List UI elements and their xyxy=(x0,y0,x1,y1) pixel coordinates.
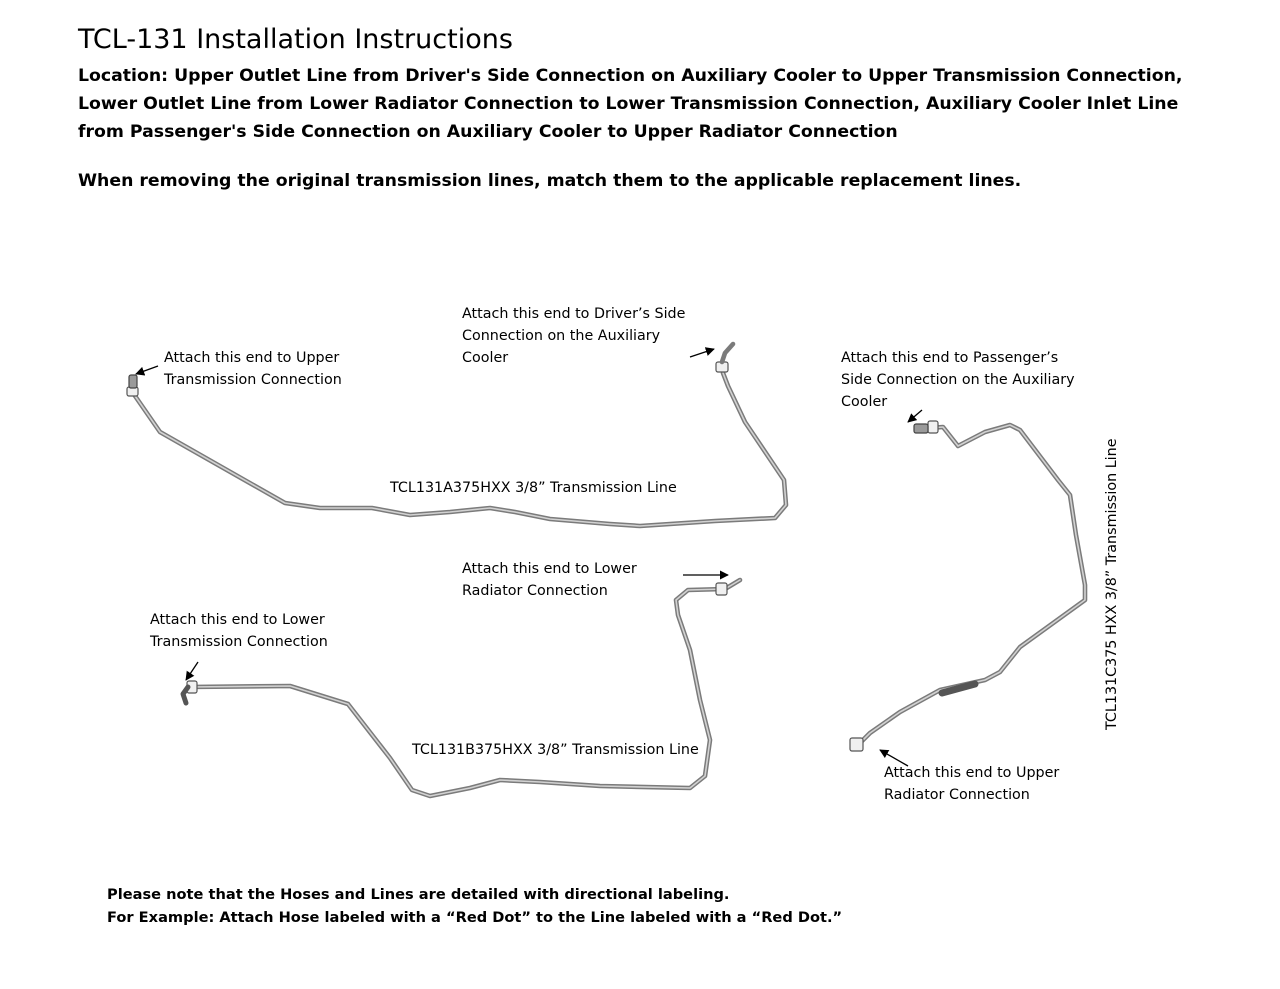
label-a-driver-side-cooler: Attach this end to Driver’s Side Connect… xyxy=(462,306,686,366)
line-c-fitting-radiator xyxy=(849,737,864,752)
line-c-end-cooler xyxy=(913,423,929,434)
note-directional-labeling: Please note that the Hoses and Lines are… xyxy=(107,886,730,903)
arrow-a-cooler xyxy=(689,347,715,358)
label-a-upper-transmission: Attach this end to Upper Transmission Co… xyxy=(164,350,342,388)
location-line-2: Lower Outlet Line from Lower Radiator Co… xyxy=(78,94,1179,114)
arrow-b-lower-trans xyxy=(185,661,199,681)
location-line-3: from Passenger's Side Connection on Auxi… xyxy=(78,122,898,142)
part-number-a: TCL131A375HXX 3/8” Transmission Line xyxy=(390,480,677,496)
line-a-tube xyxy=(126,341,789,529)
line-c-fitting-cooler xyxy=(927,420,939,434)
arrow-c-cooler xyxy=(907,409,923,423)
label-c-upper-radiator: Attach this end to Upper Radiator Connec… xyxy=(884,765,1060,803)
location-description: Location: Upper Outlet Line from Driver'… xyxy=(78,62,1218,146)
page-title: TCL-131 Installation Instructions xyxy=(78,24,513,55)
note-red-dot-example: For Example: Attach Hose labeled with a … xyxy=(107,909,843,926)
part-number-c: TCL131C375 HXX 3/8” Transmission Line xyxy=(1104,438,1120,731)
line-a-end-upper-trans xyxy=(128,374,138,389)
removal-instruction: When removing the original transmission … xyxy=(78,171,1022,191)
label-b-lower-transmission: Attach this end to Lower Transmission Co… xyxy=(150,612,328,650)
label-b-lower-radiator: Attach this end to Lower Radiator Connec… xyxy=(462,561,637,599)
line-b-tube xyxy=(180,577,743,799)
label-c-passenger-side-cooler: Attach this end to Passenger’s Side Conn… xyxy=(841,350,1075,410)
location-line-1: Location: Upper Outlet Line from Driver'… xyxy=(78,66,1183,86)
arrow-c-radiator xyxy=(879,749,909,767)
line-c-tube xyxy=(849,420,1088,752)
part-number-b: TCL131B375HXX 3/8” Transmission Line xyxy=(412,742,699,758)
line-b-fitting-radiator xyxy=(715,582,728,596)
arrow-a-upper-trans xyxy=(135,365,159,376)
